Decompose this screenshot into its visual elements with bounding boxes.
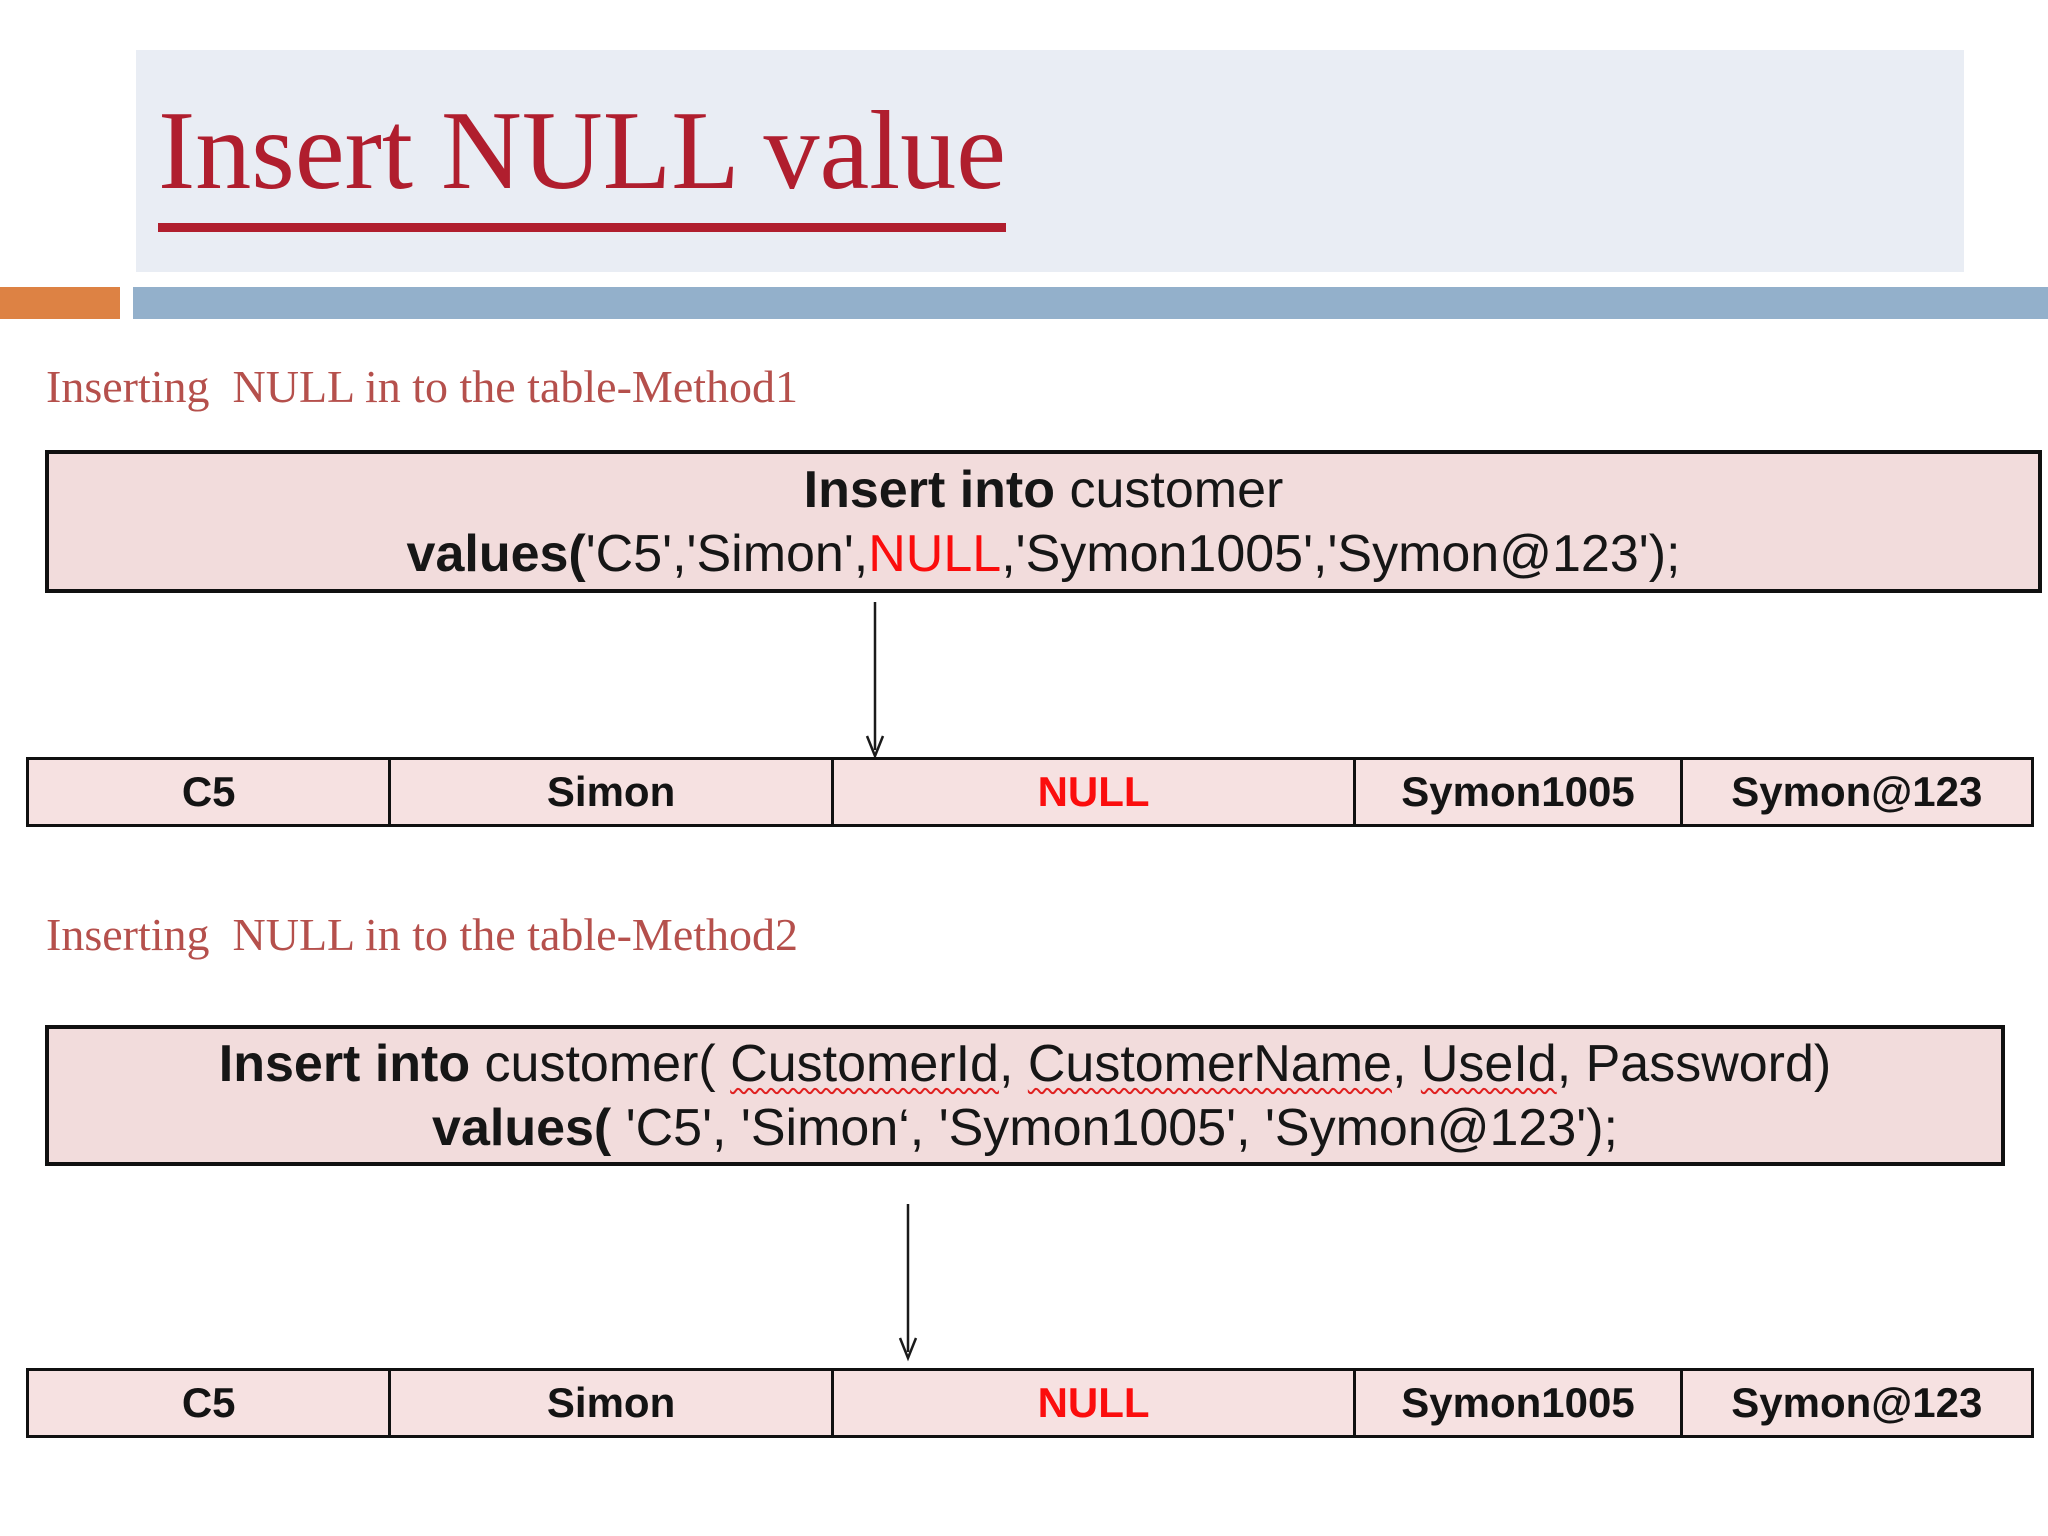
sql-line-1: Insert into customer [49, 458, 2038, 522]
result-row-method2: C5 Simon NULL Symon1005 Symon@123 [26, 1368, 2034, 1438]
table-cell-null: NULL [834, 760, 1357, 824]
sql-column-name: CustomerId [730, 1034, 999, 1093]
sql-keyword: values( [432, 1098, 612, 1157]
table-cell-userid: Symon1005 [1356, 760, 1683, 824]
table-cell-customerid: C5 [29, 760, 392, 824]
sql-text: 'C5', 'Simon‘, 'Symon1005', 'Symon@123')… [611, 1098, 1618, 1157]
sql-keyword: Insert into [803, 460, 1056, 519]
sql-keyword: values( [406, 524, 586, 583]
accent-bar-orange [0, 287, 120, 319]
sql-line-1: Insert into customer( CustomerId, Custom… [49, 1032, 2001, 1096]
sql-line-2: values( 'C5', 'Simon‘, 'Symon1005', 'Sym… [49, 1096, 2001, 1160]
sql-column-name: CustomerName [1027, 1034, 1392, 1093]
down-arrow-icon [898, 1204, 918, 1362]
sql-keyword: Insert into [218, 1034, 471, 1093]
title-block: Insert NULL value [136, 50, 1964, 272]
table-cell-password: Symon@123 [1731, 768, 1983, 815]
table-cell-customername: Simon [391, 1371, 834, 1435]
accent-bar-blue [133, 287, 2048, 319]
table-cell-customerid: C5 [29, 1371, 392, 1435]
method2-heading: Inserting NULL in to the table-Method2 [46, 909, 799, 960]
page-title: Insert NULL value [158, 89, 1006, 233]
down-arrow-icon [865, 602, 885, 760]
table-cell-userid: Symon1005 [1356, 1371, 1683, 1435]
sql-text: customer [1055, 460, 1284, 519]
sql-null-literal: NULL [868, 524, 1002, 583]
table-cell-customername: Simon [391, 760, 834, 824]
sql-line-2: values('C5','Simon',NULL,'Symon1005','Sy… [49, 522, 2038, 586]
method1-heading: Inserting NULL in to the table-Method1 [46, 361, 799, 412]
sql-text: , [998, 1034, 1028, 1093]
table-cell-password: Symon@123 [1731, 1379, 1983, 1426]
sql-text: 'C5','Simon', [585, 524, 869, 583]
result-row-method1: C5 Simon NULL Symon1005 Symon@123 [26, 757, 2034, 827]
sql-text: ,'Symon1005','Symon@123'); [1001, 524, 1681, 583]
sql-box-method2: Insert into customer( CustomerId, Custom… [45, 1025, 2005, 1166]
table-cell-null: NULL [834, 1371, 1357, 1435]
sql-text: customer( [470, 1034, 731, 1093]
sql-column-name: UseId [1420, 1034, 1557, 1093]
sql-text: , [1391, 1034, 1421, 1093]
sql-box-method1: Insert into customer values('C5','Simon'… [45, 450, 2042, 593]
sql-text: , Password) [1556, 1034, 1832, 1093]
